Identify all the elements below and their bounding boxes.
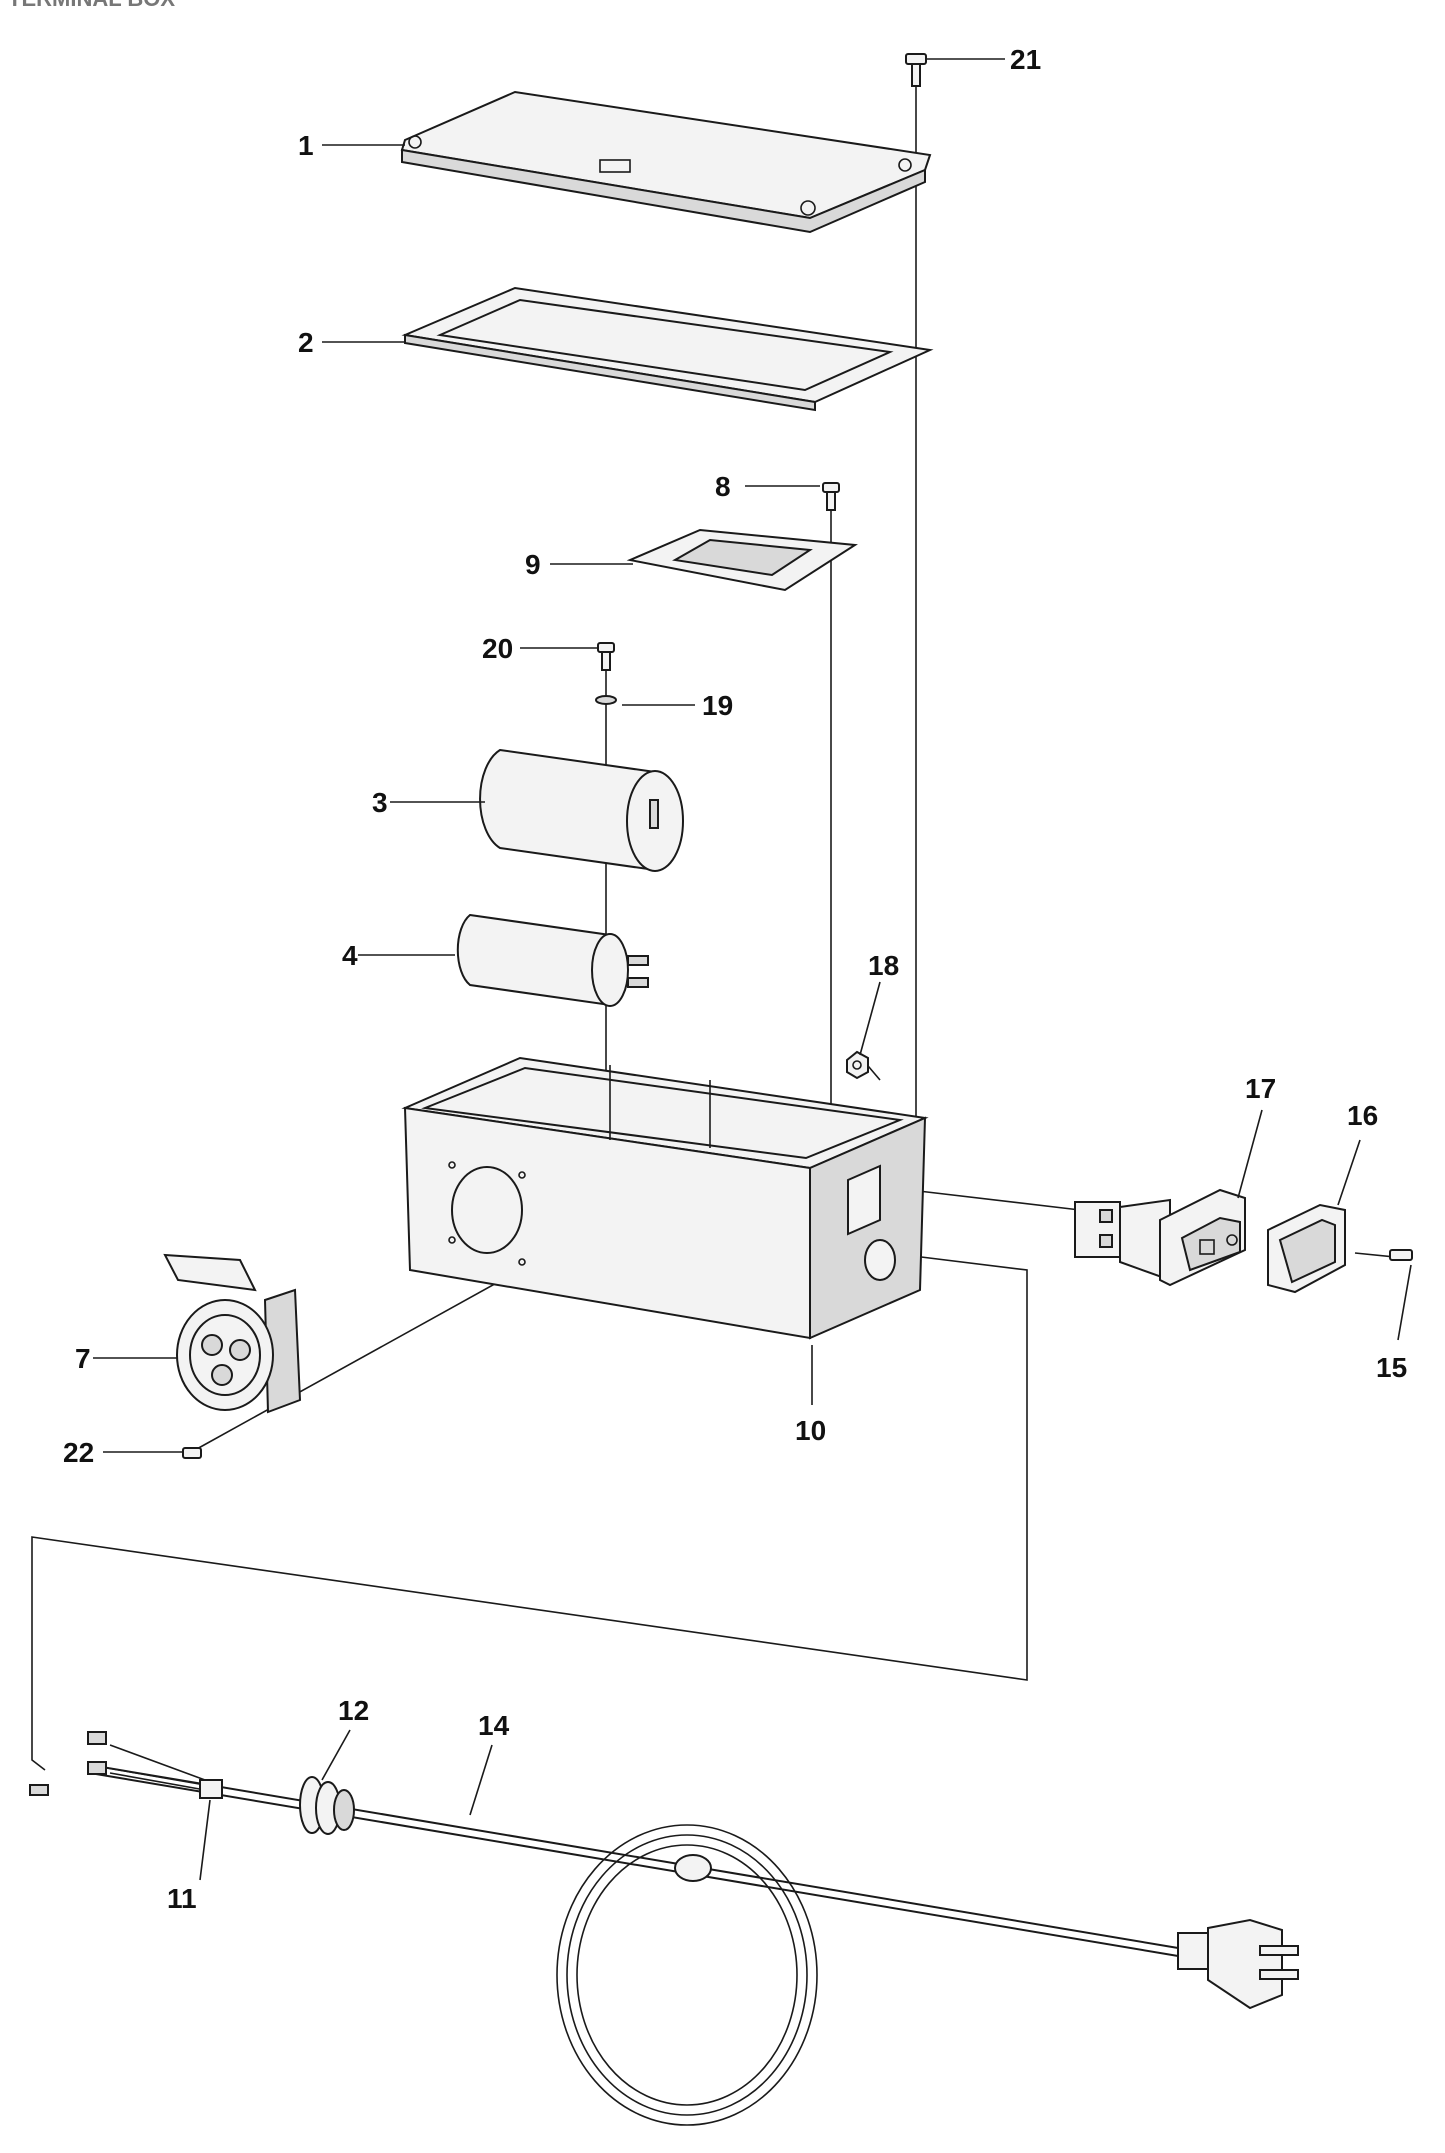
leader-lines (93, 58, 1412, 1881)
callout-17: 17 (1245, 1073, 1276, 1104)
part-14-power-cable (89, 1764, 1299, 2126)
part-2-gasket (401, 286, 934, 412)
callout-4: 4 (342, 940, 358, 971)
part-18-nut (846, 1050, 869, 1080)
part-8-screw (822, 482, 840, 511)
callout-14: 14 (478, 1710, 510, 1741)
part-15-screw (1389, 1249, 1413, 1261)
part-9-plate (626, 528, 858, 592)
part-10-housing (401, 1056, 929, 1340)
callout-2: 2 (298, 327, 314, 358)
part-1-lid (400, 90, 932, 234)
part-11-wire-ends (29, 1731, 223, 1799)
assembly-axis-lines (31, 82, 1406, 1771)
callout-1: 1 (298, 130, 314, 161)
callout-20: 20 (482, 633, 513, 664)
part-21-screw (905, 53, 927, 87)
part-20-screw (597, 642, 615, 671)
callout-7: 7 (75, 1343, 91, 1374)
part-16-switch-cover (1267, 1203, 1346, 1294)
diagram-header-title: TERMINAL BOX (8, 0, 175, 11)
callout-9: 9 (525, 549, 541, 580)
part-17-switch (1074, 1188, 1246, 1287)
callout-19: 19 (702, 690, 733, 721)
callout-labels: 1 2 3 4 7 8 9 10 11 12 14 15 16 17 18 19… (63, 44, 1407, 1914)
callout-22: 22 (63, 1437, 94, 1468)
callout-10: 10 (795, 1415, 826, 1446)
callout-11: 11 (167, 1883, 197, 1914)
callout-15: 15 (1376, 1352, 1407, 1383)
part-3-capacitor (479, 748, 684, 872)
callout-3: 3 (372, 787, 388, 818)
callout-12: 12 (338, 1695, 369, 1726)
callout-18: 18 (868, 950, 899, 981)
callout-16: 16 (1347, 1100, 1378, 1131)
callout-8: 8 (715, 471, 731, 502)
part-4-capacitor (456, 913, 649, 1007)
part-19-washer (595, 695, 617, 705)
part-22-screw (182, 1447, 202, 1459)
part-12-cable-gland (299, 1776, 355, 1835)
callout-21: 21 (1010, 44, 1041, 75)
part-7-socket (163, 1253, 302, 1414)
